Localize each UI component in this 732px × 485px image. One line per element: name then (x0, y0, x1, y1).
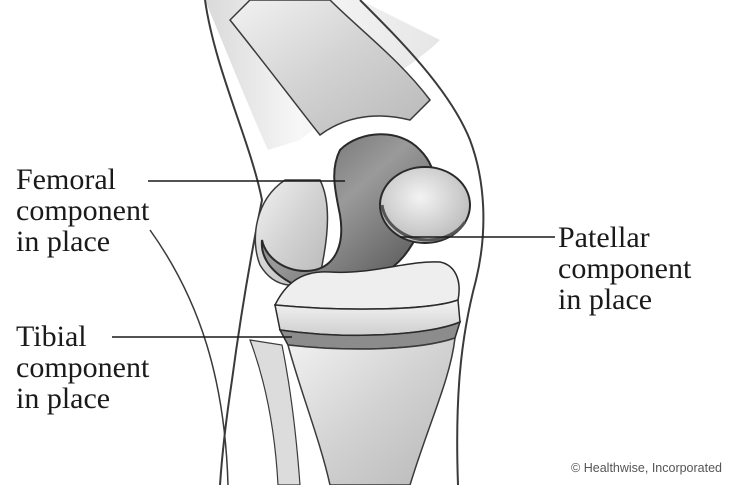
tibial-label-line1: Tibial (16, 321, 149, 352)
tibia-bone (288, 338, 455, 485)
femoral-label-line2: component (16, 195, 149, 226)
femoral-label-line1: Femoral (16, 164, 149, 195)
patellar-label-line3: in place (558, 284, 691, 315)
patellar-component-label: Patellar component in place (558, 222, 691, 315)
copyright-credit: © Healthwise, Incorporated (571, 461, 722, 475)
tibial-component-label: Tibial component in place (16, 321, 149, 414)
patellar-label-line1: Patellar (558, 222, 691, 253)
patellar-label-line2: component (558, 253, 691, 284)
tibial-label-line3: in place (16, 383, 149, 414)
calf-outline (150, 230, 228, 485)
tibial-label-line2: component (16, 352, 149, 383)
femoral-label-line3: in place (16, 226, 149, 257)
femoral-component-label: Femoral component in place (16, 164, 149, 257)
